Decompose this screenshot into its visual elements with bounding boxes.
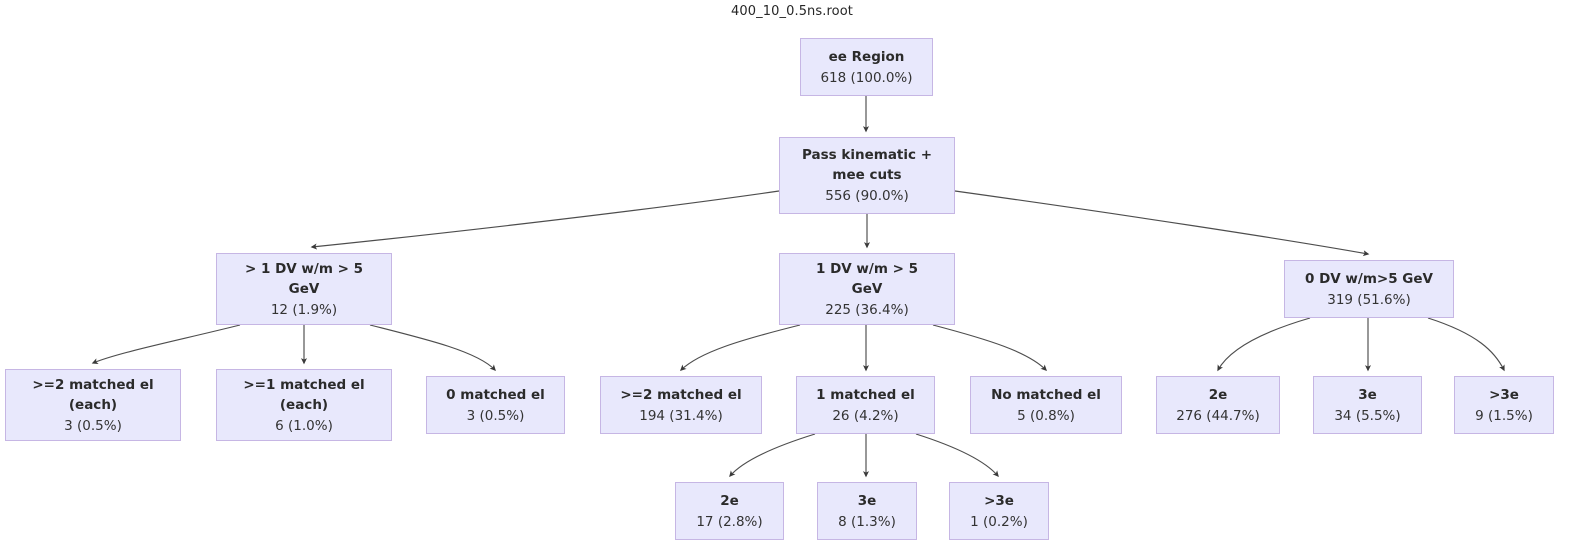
node-one_dv[interactable]: 1 DV w/m > 5 GeV 225 (36.4%) <box>779 253 955 325</box>
node-count: 3 (0.5%) <box>64 417 122 434</box>
node-label: 1 matched el <box>816 386 915 403</box>
node-label: 3e <box>1358 386 1377 403</box>
node-gt1_dv[interactable]: > 1 DV w/m > 5 GeV 12 (1.9%) <box>216 253 392 325</box>
node-ee_region[interactable]: ee Region 618 (100.0%) <box>800 38 933 96</box>
node-label: No matched el <box>991 386 1101 403</box>
node-zero_dv[interactable]: 0 DV w/m>5 GeV 319 (51.6%) <box>1284 260 1454 318</box>
node-label: >3e <box>1489 386 1519 403</box>
node-count: 556 (90.0%) <box>825 188 909 204</box>
node-label: >=2 matched el (each) <box>32 376 154 413</box>
node-label: 0 DV w/m>5 GeV <box>1304 270 1433 287</box>
node-label: >=1 matched el (each) <box>243 376 365 413</box>
node-count: 26 (4.2%) <box>832 407 899 424</box>
edges-group <box>91 96 1505 478</box>
node-count: 12 (1.9%) <box>270 301 338 318</box>
node-label: 2e <box>1208 386 1228 403</box>
node-count: 3 (0.5%) <box>466 407 525 424</box>
node-b_2e[interactable]: 2e 17 (2.8%) <box>675 482 784 540</box>
node-pass_cuts[interactable]: Pass kinematic + mee cuts 556 (90.0%) <box>779 137 955 214</box>
node-label: Pass kinematic + mee cuts <box>801 147 933 183</box>
node-ge2_matched[interactable]: >=2 matched el 194 (31.4%) <box>600 376 762 434</box>
edge-pass_cuts-to-zero_dv <box>954 190 1370 257</box>
edge-one_dv-to-no_matched <box>932 324 1047 371</box>
node-b_3e[interactable]: 3e 8 (1.3%) <box>817 482 917 540</box>
node-b_gt3e[interactable]: >3e 1 (0.2%) <box>949 482 1049 540</box>
node-no_matched[interactable]: No matched el 5 (0.8%) <box>970 376 1122 434</box>
node-label: ee Region <box>828 48 905 65</box>
node-count: 319 (51.6%) <box>1327 291 1411 308</box>
edge-gt1_dv-to-zero_matched <box>369 324 496 372</box>
node-ge1_matched_each[interactable]: >=1 matched el (each) 6 (1.0%) <box>216 369 392 441</box>
node-zero_matched[interactable]: 0 matched el 3 (0.5%) <box>426 376 565 434</box>
node-label: 0 matched el <box>446 386 545 403</box>
node-count: 5 (0.8%) <box>1017 407 1075 424</box>
node-r_3e[interactable]: 3e 34 (5.5%) <box>1313 376 1422 434</box>
diagram-title: 400_10_0.5ns.root <box>731 4 853 19</box>
node-count: 17 (2.8%) <box>696 513 763 530</box>
node-one_matched[interactable]: 1 matched el 26 (4.2%) <box>796 376 935 434</box>
node-count: 194 (31.4%) <box>639 407 723 424</box>
edge-pass_cuts-to-gt1_dv <box>310 190 780 250</box>
node-label: 1 DV w/m > 5 GeV <box>815 260 919 297</box>
edge-one_dv-to-ge2_matched <box>679 324 801 371</box>
node-count: 225 (36.4%) <box>825 301 909 318</box>
node-label: 3e <box>857 492 877 509</box>
node-count: 6 (1.0%) <box>275 417 333 434</box>
node-count: 618 (100.0%) <box>820 69 913 86</box>
edge-one_matched-to-b_gt3e <box>915 433 999 478</box>
node-label: >=2 matched el <box>620 386 742 403</box>
node-r_2e[interactable]: 2e 276 (44.7%) <box>1156 376 1280 434</box>
node-label: 2e <box>720 492 739 509</box>
node-count: 34 (5.5%) <box>1334 407 1401 424</box>
node-label: >3e <box>984 492 1014 509</box>
edge-zero_dv-to-r_2e <box>1217 317 1311 372</box>
edge-gt1_dv-to-ge2_matched_each <box>91 324 241 364</box>
node-r_gt3e[interactable]: >3e 9 (1.5%) <box>1454 376 1554 434</box>
node-count: 1 (0.2%) <box>970 513 1028 530</box>
node-count: 276 (44.7%) <box>1176 407 1260 424</box>
node-ge2_matched_each[interactable]: >=2 matched el (each) 3 (0.5%) <box>5 369 181 441</box>
edge-one_matched-to-b_2e <box>729 433 816 478</box>
node-count: 9 (1.5%) <box>1475 407 1533 424</box>
edge-zero_dv-to-r_gt3e <box>1427 317 1505 372</box>
node-label: > 1 DV w/m > 5 GeV <box>244 260 364 297</box>
node-count: 8 (1.3%) <box>838 513 896 530</box>
